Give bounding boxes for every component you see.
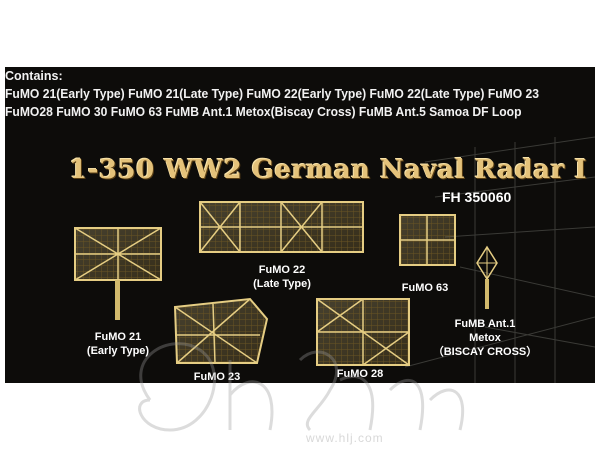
product-code: FH 350060 [442, 189, 512, 205]
fumb-label-name: FuMB Ant.1 [454, 318, 516, 330]
fumb-ant1-part [476, 245, 498, 309]
fumo23-part [173, 297, 269, 364]
banner-background [74, 136, 595, 383]
fumo23-label-name: FuMO 23 [193, 371, 241, 383]
fumo63-part [399, 214, 456, 266]
fumo22-part [199, 201, 364, 253]
fumb-label-alias: （BISCAY CROSS） [432, 346, 538, 358]
fumo22-label-name: FuMO 22 [258, 264, 306, 276]
fumo22-label: FuMO 22 (Late Type) [240, 263, 324, 291]
product-banner: Contains: FuMO 21(Early Type) FuMO 21(La… [5, 67, 595, 383]
fumo21-part [74, 227, 162, 320]
fumo23-label: FuMO 23 [187, 370, 247, 383]
product-title: 1-350 WW2 German Naval Radar I [69, 155, 587, 185]
fumb-label-sub: Metox [469, 332, 501, 344]
fumo63-label: FuMO 63 [395, 281, 455, 295]
contains-heading: Contains: [5, 69, 63, 83]
contains-list-line-1: FuMO 21(Early Type) FuMO 21(Late Type) F… [5, 87, 540, 101]
fumo22-label-type: (Late Type) [253, 278, 311, 290]
ship-rigging-decoration [404, 136, 595, 383]
fumo28-label: FuMO 28 [330, 367, 390, 381]
fumo63-label-name: FuMO 63 [401, 282, 449, 294]
fumb-label: FuMB Ant.1 Metox （BISCAY CROSS） [430, 317, 540, 359]
watermark-url: www.hlj.com [306, 431, 384, 445]
fumo28-label-name: FuMO 28 [336, 368, 384, 380]
contains-list-line-2: FuMO28 FuMO 30 FuMO 63 FuMB Ant.1 Metox(… [5, 105, 522, 119]
fumo21-label-type: (Early Type) [86, 345, 150, 357]
fumo28-part [316, 298, 410, 366]
fumo21-label: FuMO 21 (Early Type) [75, 330, 161, 358]
fumo21-label-name: FuMO 21 [94, 331, 142, 343]
